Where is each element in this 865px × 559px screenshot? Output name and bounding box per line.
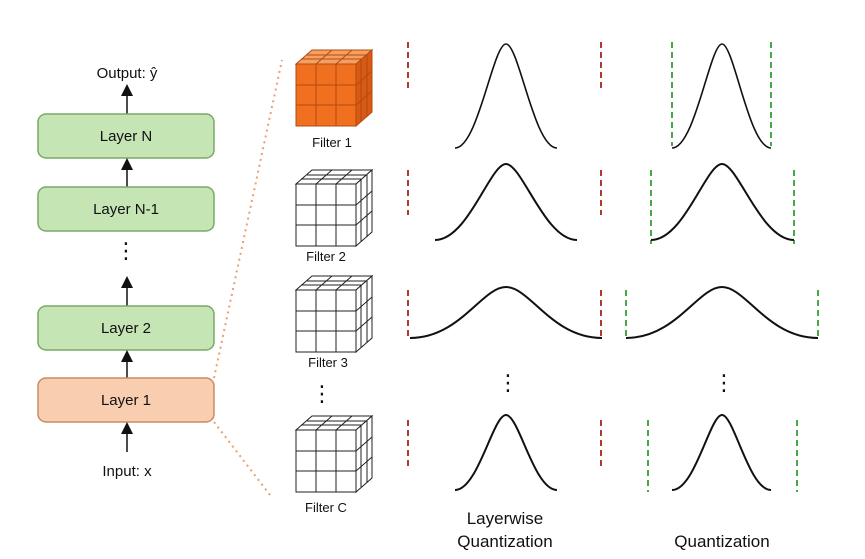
layerwise-caption-line2: Quantization: [457, 532, 552, 551]
layerwise-caption-line1: Layerwise: [467, 509, 544, 528]
layerwise-curve-3: [409, 285, 603, 339]
filter-c-label: Filter C: [305, 500, 347, 515]
output-label: Output: ŷ: [97, 65, 158, 82]
layerwise-curve-2: [434, 162, 578, 241]
zoom-line-top: [213, 59, 283, 379]
layerwise-curve-4: [454, 413, 558, 491]
layer-n-1-label: Layer N-1: [93, 201, 159, 218]
layer-1-label: Layer 1: [101, 392, 151, 409]
layerwise-ellipsis: ⋮: [497, 370, 519, 395]
channelwise-column: ⋮: [625, 42, 819, 492]
layerwise-curve-1: [454, 43, 558, 149]
channelwise-curve-2: [650, 162, 795, 241]
channelwise-curve-3: [625, 285, 819, 339]
filter-1-label: Filter 1: [312, 135, 352, 150]
layer-2-label: Layer 2: [101, 320, 151, 337]
channelwise-ellipsis: ⋮: [713, 370, 735, 395]
filter-ellipsis: ⋮: [311, 381, 333, 406]
filter-2-cube: [294, 168, 374, 248]
filter-2-label: Filter 2: [306, 249, 346, 264]
zoom-line-bottom: [213, 421, 271, 496]
layer-n-label: Layer N: [100, 128, 153, 145]
filter-3-cube: [294, 274, 374, 354]
channelwise-curve-4: [671, 413, 772, 491]
channelwise-caption-line2: Quantization: [674, 532, 769, 551]
filter-c-cube: [294, 414, 374, 494]
layer-ellipsis: ⋮: [115, 238, 137, 263]
filter-3-label: Filter 3: [308, 355, 348, 370]
channelwise-curve-1: [671, 43, 772, 149]
layerwise-column: ⋮: [407, 42, 603, 491]
input-label: Input: x: [102, 463, 152, 480]
filter-1-cube: [294, 48, 374, 128]
layer-n-1-box: [37, 186, 215, 232]
